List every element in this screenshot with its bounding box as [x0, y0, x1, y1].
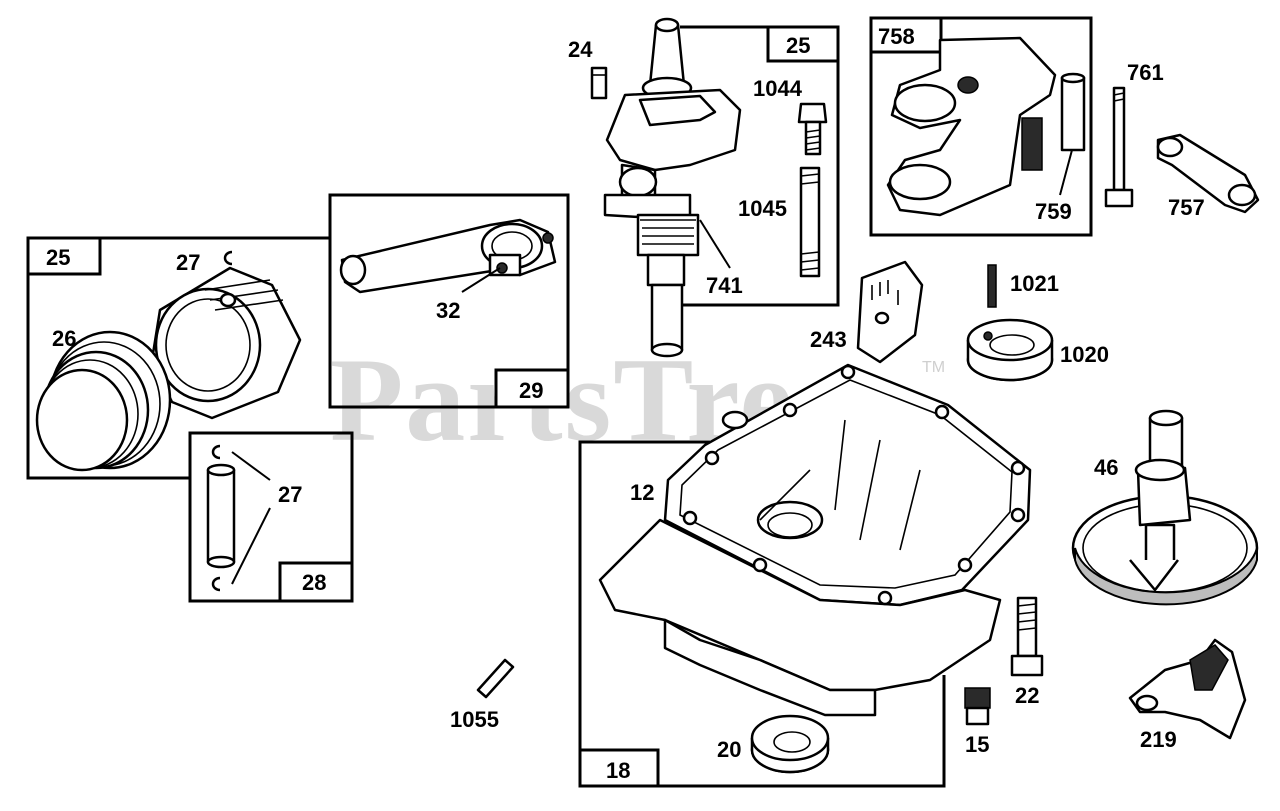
bracket-758-part[interactable]	[886, 36, 1086, 217]
piston-rings-part[interactable]	[35, 330, 172, 472]
link-757-part[interactable]	[1156, 133, 1260, 214]
stud-1045-part[interactable]	[799, 166, 821, 278]
callout-24: 24	[568, 37, 593, 62]
callout-761: 761	[1127, 60, 1164, 85]
callout-20: 20	[717, 737, 741, 762]
seal-20-part[interactable]	[750, 714, 830, 774]
callout-22: 22	[1015, 683, 1039, 708]
callout-27-pin: 27	[278, 482, 302, 507]
bolt-22-part[interactable]	[1010, 596, 1044, 677]
assembly-box-25[interactable]: 25	[26, 236, 330, 480]
clip-27-top-part[interactable]	[223, 250, 233, 266]
box-label-18: 18	[606, 758, 630, 783]
plug-15-part[interactable]	[964, 687, 991, 726]
governor-219-part[interactable]	[1128, 638, 1247, 740]
box-label-28: 28	[302, 570, 326, 595]
callout-32: 32	[436, 298, 460, 323]
callout-27-top: 27	[176, 250, 200, 275]
callout-1020: 1020	[1060, 342, 1109, 367]
watermark-trademark: TM	[922, 359, 945, 376]
callout-26: 26	[52, 326, 76, 351]
assembly-box-18[interactable]: 18	[578, 440, 946, 788]
callout-46: 46	[1094, 455, 1118, 480]
box-label-29: 29	[519, 378, 543, 403]
gauge-243-part[interactable]	[856, 260, 924, 364]
callout-219: 219	[1140, 727, 1177, 752]
callout-15: 15	[965, 732, 989, 757]
bolt-1044-part[interactable]	[797, 102, 828, 156]
connecting-rod-part[interactable]	[339, 218, 557, 294]
spacer-1020-part[interactable]	[966, 318, 1054, 382]
box-label-16: 25	[786, 33, 810, 58]
box-label-758: 758	[878, 24, 915, 49]
assembly-box-758[interactable]: 758	[869, 16, 1093, 237]
assembly-box-29[interactable]: 29	[328, 193, 570, 409]
crankcase-part[interactable]	[598, 363, 1032, 717]
callout-757: 757	[1168, 195, 1205, 220]
clip-27-upper-part[interactable]	[211, 444, 221, 460]
pin-1055-part[interactable]	[476, 658, 515, 699]
pin-1021-part[interactable]	[987, 264, 997, 308]
crankshaft-part[interactable]	[603, 17, 742, 358]
wrist-pin-part[interactable]	[206, 463, 236, 569]
assembly-box-16[interactable]: 25	[680, 25, 840, 307]
key-24-part[interactable]	[590, 66, 608, 100]
camshaft-46-part[interactable]	[1071, 409, 1259, 606]
piston-part[interactable]	[150, 266, 302, 420]
callout-243: 243	[810, 327, 847, 352]
callout-759: 759	[1035, 199, 1072, 224]
callout-741: 741	[706, 273, 743, 298]
callout-1044: 1044	[753, 76, 803, 101]
bolt-761-part[interactable]	[1104, 86, 1134, 208]
callout-1021: 1021	[1010, 271, 1059, 296]
callout-1055: 1055	[450, 707, 499, 732]
clip-27-lower-part[interactable]	[211, 576, 221, 592]
box-label-25: 25	[46, 245, 70, 270]
callout-12: 12	[630, 480, 654, 505]
assembly-box-28[interactable]: 28	[188, 431, 354, 603]
callout-1045: 1045	[738, 196, 787, 221]
